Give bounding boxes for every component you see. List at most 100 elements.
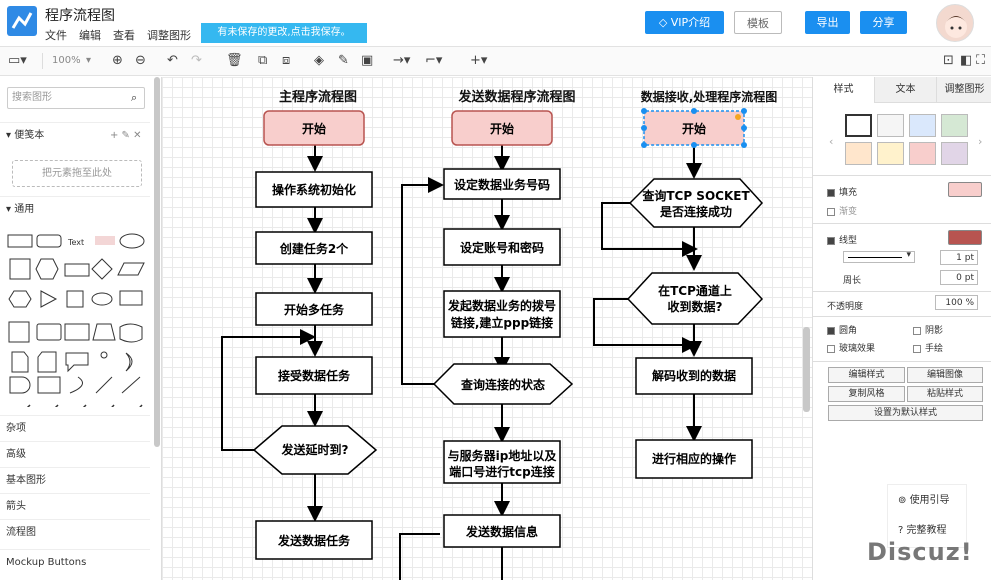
- fullscreen-icon[interactable]: ⛶: [976, 53, 986, 68]
- section-scratchpad[interactable]: ▾ 便笺本 + ✎ ✕: [0, 122, 150, 148]
- node-process[interactable]: [635, 357, 753, 395]
- edge-loop[interactable]: [401, 177, 444, 385]
- node-process[interactable]: [255, 292, 373, 326]
- template-button[interactable]: 模板: [734, 11, 782, 34]
- diagram-title-main[interactable]: 主程序流程图: [279, 89, 357, 105]
- chevron-left-icon[interactable]: ‹: [829, 135, 834, 148]
- node-process[interactable]: [443, 290, 561, 338]
- redo-icon[interactable]: ↷: [191, 53, 202, 68]
- style-swatch[interactable]: [941, 114, 968, 137]
- edit-image-button[interactable]: 编辑图像: [907, 367, 983, 383]
- style-swatch[interactable]: [877, 142, 904, 165]
- glass-checkbox[interactable]: 玻璃效果: [827, 341, 875, 354]
- node-decision[interactable]: [626, 272, 764, 325]
- guide-link[interactable]: ⊚ 使用引导: [898, 491, 950, 506]
- waypoint-style-icon[interactable]: ⌐▾: [425, 53, 443, 68]
- tab-arrange[interactable]: 调整图形: [937, 77, 991, 103]
- style-swatch[interactable]: [941, 142, 968, 165]
- node-process[interactable]: [443, 228, 561, 266]
- node-start[interactable]: [451, 110, 553, 146]
- tab-style[interactable]: 样式: [813, 77, 875, 103]
- diagram-title-send[interactable]: 发送数据程序流程图: [457, 89, 575, 105]
- section-basic-shapes[interactable]: 基本图形: [0, 467, 150, 493]
- vip-button[interactable]: ◇ VIP介绍: [645, 11, 724, 34]
- style-swatch[interactable]: [909, 142, 936, 165]
- style-swatch[interactable]: [877, 114, 904, 137]
- node-process[interactable]: [255, 520, 373, 560]
- node-process[interactable]: [443, 514, 561, 548]
- node-decision[interactable]: [432, 363, 574, 405]
- line-color-icon[interactable]: ✎: [338, 53, 349, 68]
- edge-loop[interactable]: [601, 202, 698, 257]
- section-flowchart[interactable]: 流程图: [0, 519, 150, 545]
- shape-search-input[interactable]: 搜索图形: [7, 87, 145, 109]
- canvas-scrollbar[interactable]: [803, 327, 810, 412]
- export-button[interactable]: 导出: [805, 11, 850, 34]
- diagram-title-receive[interactable]: 数据接收,处理程序流程图: [641, 89, 778, 104]
- app-title[interactable]: 程序流程图: [45, 8, 115, 24]
- scratchpad-dropzone[interactable]: 把元素拖至此处: [12, 160, 142, 187]
- format-panel-icon[interactable]: ◧: [960, 53, 973, 68]
- rounding-handle[interactable]: [735, 114, 741, 120]
- edge-loop[interactable]: [593, 298, 698, 353]
- zoom-out-icon[interactable]: ⊖: [135, 53, 146, 68]
- shadow-icon[interactable]: ▣: [361, 53, 374, 68]
- menu-view[interactable]: 查看: [113, 29, 135, 42]
- section-advanced[interactable]: 高级: [0, 441, 150, 467]
- line-color-button[interactable]: [948, 230, 982, 245]
- panel-toggle-icon[interactable]: ▭▾: [8, 53, 27, 68]
- shadow-checkbox[interactable]: 阴影: [913, 323, 943, 336]
- section-misc[interactable]: 杂项: [0, 415, 150, 441]
- node-process[interactable]: [443, 440, 561, 484]
- menu-adjust[interactable]: 调整图形: [147, 29, 191, 42]
- line-pattern-select[interactable]: ▾: [843, 250, 915, 263]
- section-arrows[interactable]: 箭头: [0, 493, 150, 519]
- copy-style-button[interactable]: 复制风格: [828, 386, 905, 402]
- rounded-checkbox[interactable]: 圆角: [827, 323, 857, 336]
- delete-icon[interactable]: 🗑: [226, 53, 243, 68]
- search-icon[interactable]: ⌕: [131, 91, 138, 104]
- edge-loop[interactable]: [221, 329, 316, 451]
- section-general[interactable]: ▾ 通用: [0, 196, 150, 222]
- line-width-input[interactable]: 1 pt: [940, 250, 978, 265]
- menu-file[interactable]: 文件: [45, 29, 67, 42]
- undo-icon[interactable]: ↶: [167, 53, 178, 68]
- to-front-icon[interactable]: ⧉: [258, 53, 268, 68]
- left-panel-scrollbar[interactable]: [154, 77, 160, 447]
- tab-text[interactable]: 文本: [875, 77, 937, 103]
- fill-color-button[interactable]: [948, 182, 982, 197]
- line-checkbox[interactable]: 线型: [827, 233, 857, 246]
- insert-icon[interactable]: +▾: [470, 53, 488, 68]
- node-process[interactable]: [255, 356, 373, 395]
- paste-style-button[interactable]: 粘贴样式: [907, 386, 983, 402]
- set-default-style-button[interactable]: 设置为默认样式: [828, 405, 983, 421]
- fill-checkbox[interactable]: 填充: [827, 185, 857, 198]
- fit-icon[interactable]: ⊡: [943, 53, 954, 68]
- node-process[interactable]: [255, 231, 373, 265]
- avatar[interactable]: [936, 4, 974, 42]
- shape-palette[interactable]: Text: [4, 227, 152, 407]
- zoom-in-icon[interactable]: ⊕: [112, 53, 123, 68]
- node-decision[interactable]: [252, 425, 378, 475]
- style-swatch[interactable]: [845, 142, 872, 165]
- connection-style-icon[interactable]: →▾: [393, 53, 411, 68]
- unsaved-notice[interactable]: 有未保存的更改,点击我保存。: [201, 23, 367, 43]
- edit-style-button[interactable]: 编辑样式: [828, 367, 905, 383]
- menu-edit[interactable]: 编辑: [79, 29, 101, 42]
- node-process[interactable]: [443, 168, 561, 200]
- style-swatch[interactable]: [845, 114, 872, 137]
- fill-color-icon[interactable]: ◈: [314, 53, 324, 68]
- section-mockup-buttons[interactable]: Mockup Buttons: [0, 549, 150, 575]
- share-button[interactable]: 分享: [860, 11, 907, 34]
- gradient-checkbox[interactable]: 渐变: [827, 204, 857, 217]
- node-start[interactable]: [263, 110, 365, 146]
- to-back-icon[interactable]: ⧈: [282, 53, 291, 68]
- node-process[interactable]: [635, 439, 753, 479]
- scratchpad-actions-icon[interactable]: + ✎ ✕: [110, 130, 142, 141]
- perimeter-input[interactable]: 0 pt: [940, 270, 978, 285]
- diagram-canvas[interactable]: 主程序流程图 发送数据程序流程图 数据接收,处理程序流程图: [162, 77, 812, 580]
- selection-handles[interactable]: [641, 108, 747, 148]
- tutorial-link[interactable]: ? 完整教程: [898, 521, 947, 536]
- zoom-dropdown-icon[interactable]: ▾: [86, 55, 92, 66]
- sketch-checkbox[interactable]: 手绘: [913, 341, 943, 354]
